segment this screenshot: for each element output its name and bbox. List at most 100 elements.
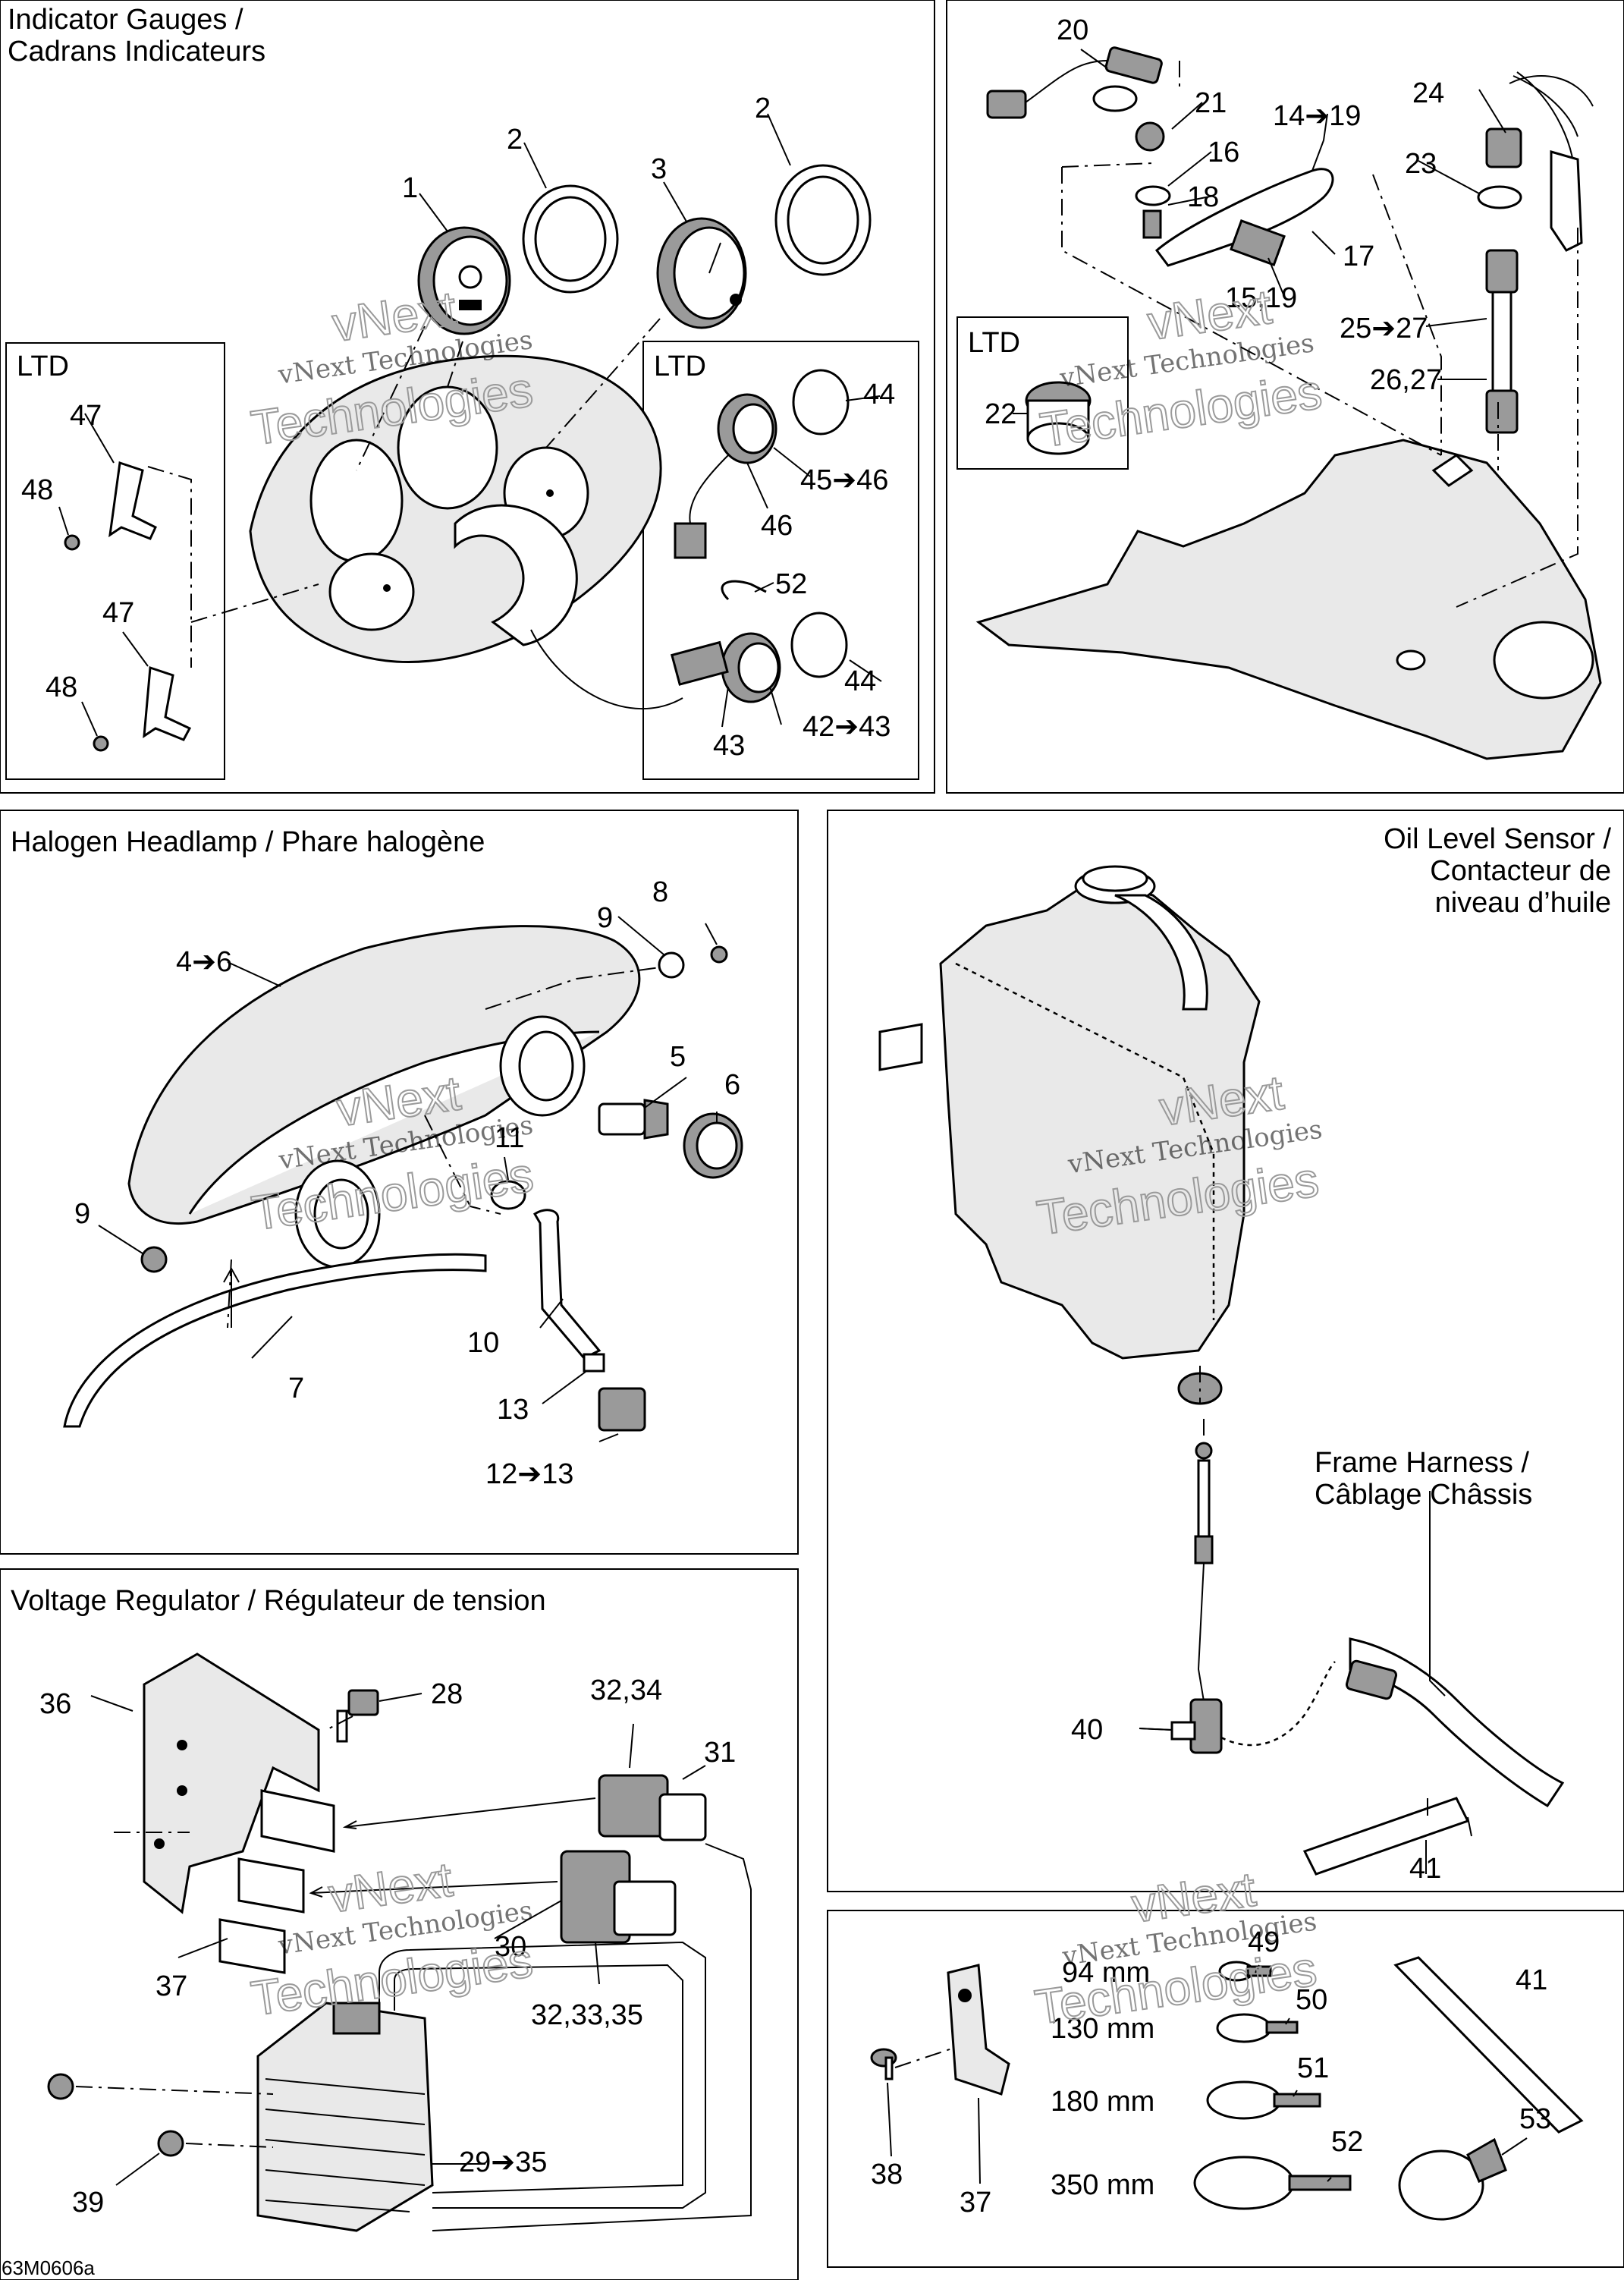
callout-52a: 52 <box>775 568 807 600</box>
callout-5: 5 <box>670 1041 686 1073</box>
callout-43: 43 <box>713 730 745 762</box>
callout-47a: 47 <box>70 400 102 432</box>
connector-clips <box>218 1789 335 1974</box>
regulator-screw-upper <box>47 2073 74 2100</box>
callout-25-27: 25➔27 <box>1340 313 1428 344</box>
callout-12-13: 12➔13 <box>485 1458 573 1490</box>
gauge-alignment-lines <box>356 318 661 471</box>
oil-sensor-frame <box>827 810 1624 1892</box>
callout-21: 21 <box>1195 87 1227 119</box>
tie-length-180: 180 mm <box>1051 2086 1154 2118</box>
ignition-post <box>1135 121 1171 239</box>
regulator-frame <box>0 1568 799 2280</box>
callout-29-35: 29➔35 <box>459 2146 547 2178</box>
handlebar-frame <box>946 0 1624 794</box>
tie-length-350: 350 mm <box>1051 2169 1154 2201</box>
oil-tank <box>878 865 1261 1360</box>
callout-14-19: 14➔19 <box>1273 100 1361 132</box>
callout-53: 53 <box>1519 2103 1551 2135</box>
frame-harness-connector <box>1345 1637 1565 1808</box>
coiled-lanyard <box>1477 71 1594 252</box>
indicator-light-lower <box>671 580 848 703</box>
ltd-box-handlebar <box>956 316 1129 470</box>
callout-46: 46 <box>761 510 793 542</box>
callout-9b: 9 <box>74 1198 90 1230</box>
wire-clip <box>947 1964 1010 2096</box>
gauge-bezel-ring-1 <box>522 184 619 294</box>
callout-8: 8 <box>652 876 668 908</box>
tachometer-gauge <box>656 217 747 329</box>
ties-frame <box>827 1910 1624 2268</box>
callout-52b: 52 <box>1331 2126 1363 2158</box>
headlamp-bulb <box>598 1099 669 1140</box>
gauge-cluster-housing <box>249 354 662 663</box>
callout-42-43: 42➔43 <box>803 711 891 743</box>
tie-length-130: 130 mm <box>1051 2013 1154 2045</box>
callout-37a: 37 <box>155 1970 187 2002</box>
callout-32-34: 32,34 <box>590 1675 662 1706</box>
sensor-leader <box>1139 1728 1173 1731</box>
cable-tie-180 <box>1206 2080 1321 2120</box>
callout-48b: 48 <box>46 671 77 703</box>
callout-1: 1 <box>402 172 418 204</box>
ltd-label-left: LTD <box>17 351 69 382</box>
edge-protector-oil <box>1302 1797 1470 1876</box>
handlebar-console <box>975 439 1602 760</box>
callout-36: 36 <box>39 1688 71 1720</box>
ltd-label-handlebar: LTD <box>968 327 1020 359</box>
callout-51: 51 <box>1297 2052 1329 2084</box>
ltd-box-right <box>642 341 919 780</box>
callout-2a: 2 <box>507 124 523 156</box>
vent-hose <box>532 1209 602 1360</box>
lanyard-cable <box>986 46 1163 119</box>
accessory-outlet <box>1025 381 1092 455</box>
headlamp-seal <box>63 1253 487 1428</box>
harness-connector-headlamp <box>583 1353 646 1432</box>
gauge-bracket-upper <box>64 461 157 551</box>
callout-38: 38 <box>871 2159 903 2190</box>
oil-dash-lines <box>1199 1366 1205 1442</box>
callout-31: 31 <box>704 1737 736 1769</box>
regulator-arrows <box>309 1797 596 1898</box>
edge-protector-loose <box>1393 1956 1584 2134</box>
bracket-dash-lines <box>147 466 319 668</box>
safety-switch <box>1485 249 1519 434</box>
regulator-mounting-bracket <box>143 1653 320 1914</box>
drawing-code: 63M0606a <box>2 2256 95 2279</box>
headlamp-frame <box>0 810 799 1555</box>
callout-26-27: 26,27 <box>1370 364 1442 396</box>
callout-41a: 41 <box>1409 1853 1441 1885</box>
callout-15-19: 15,19 <box>1225 282 1297 314</box>
callout-49: 49 <box>1248 1926 1280 1958</box>
callout-13: 13 <box>497 1394 529 1426</box>
callout-11: 11 <box>495 1122 524 1154</box>
callout-9a: 9 <box>597 902 613 934</box>
headlamp-title: Halogen Headlamp / Phare halogène <box>11 826 485 858</box>
gauges-title-2: Cadrans Indicateurs <box>8 36 265 68</box>
ltd-box-left <box>5 342 225 780</box>
oil-level-sensor <box>1170 1442 1223 1754</box>
callout-45-46: 45➔46 <box>800 464 888 496</box>
callout-47b: 47 <box>102 597 134 629</box>
headlamp-arrow <box>223 1266 240 1328</box>
callout-16: 16 <box>1208 137 1239 168</box>
callout-22: 22 <box>985 398 1016 430</box>
regulator-connector-upper <box>598 1774 707 1841</box>
sensor-wire <box>1220 1661 1336 1747</box>
callout-41b: 41 <box>1516 1964 1547 1996</box>
callout-48a: 48 <box>21 474 53 506</box>
callout-40: 40 <box>1071 1714 1103 1746</box>
ties-dash-lines <box>894 2048 953 2068</box>
regulator-screw-lower <box>157 2130 184 2157</box>
oil-title-3: niveau d’huile <box>1435 887 1611 919</box>
callout-20: 20 <box>1057 14 1088 46</box>
regulator-connector-lower <box>560 1850 677 1944</box>
harness-label-2: Câblage Châssis <box>1315 1479 1532 1511</box>
gauges-frame <box>0 0 935 794</box>
callout-23: 23 <box>1405 148 1437 180</box>
watermark-oil: vNext vNext Technologies Technologies <box>1033 1064 1324 1246</box>
regulator-bolt-28 <box>336 1689 379 1743</box>
callout-4-6: 4➔6 <box>176 946 232 978</box>
grommet-upper <box>658 951 685 979</box>
